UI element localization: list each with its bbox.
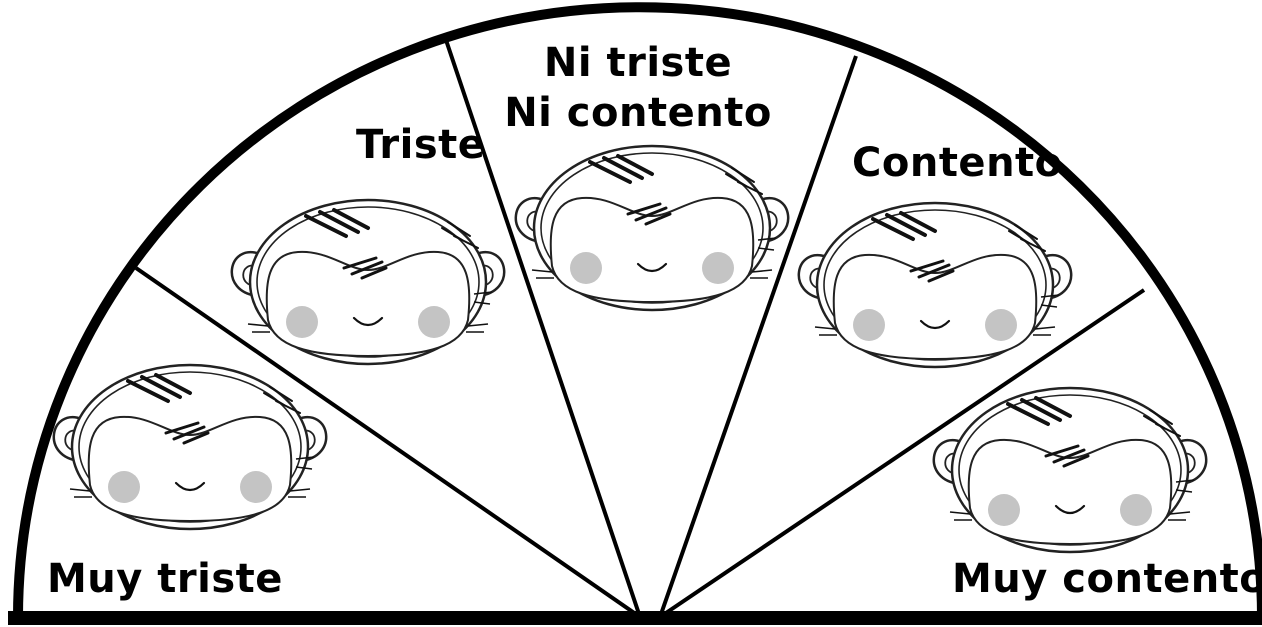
face-icon — [796, 201, 1074, 369]
label-ni-triste: Ni triste — [544, 40, 732, 86]
gauge-arc — [13, 2, 1262, 618]
face-icon — [51, 363, 329, 531]
face-icon — [513, 144, 791, 312]
divider-1 — [134, 266, 642, 619]
divider-3 — [658, 55, 858, 618]
label-muy-triste: Muy triste — [47, 556, 283, 602]
divider-2 — [444, 39, 642, 618]
face-icon — [229, 198, 507, 366]
label-triste: Triste — [356, 122, 485, 168]
divider-4 — [658, 288, 1146, 619]
face-icon — [931, 386, 1209, 554]
label-ni-contento: Ni contento — [504, 90, 772, 136]
label-contento: Contento — [852, 140, 1063, 186]
label-muy-contento: Muy contento — [952, 556, 1262, 602]
